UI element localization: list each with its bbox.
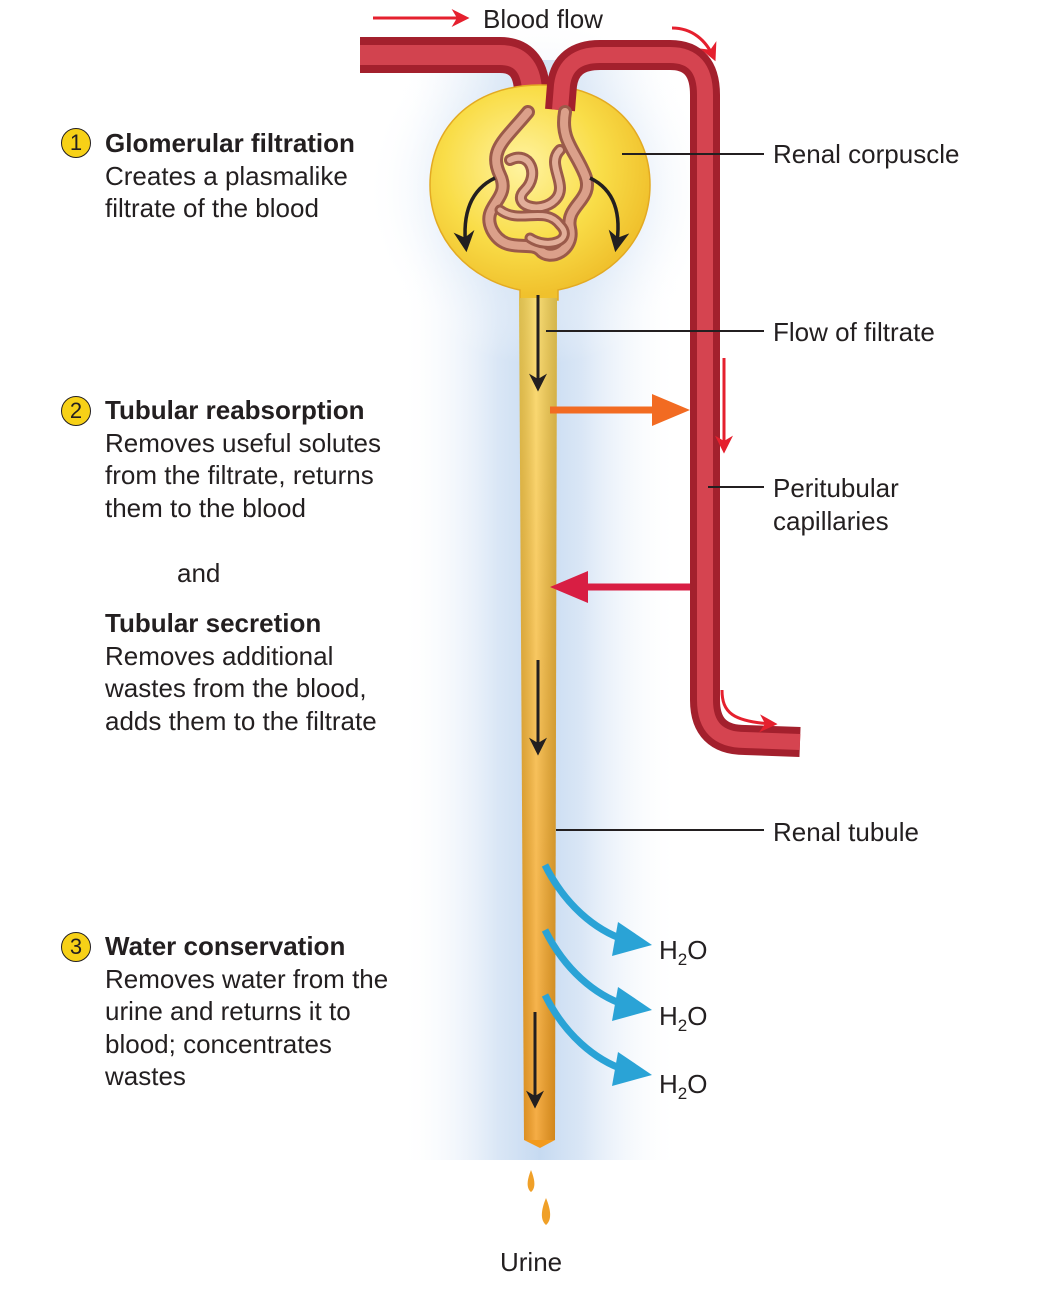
step-1-title: Glomerular filtration [105,128,355,158]
water-arrows [541,863,652,1086]
peritubular-line-1: Peritubular [773,473,899,503]
urine-label: Urine [500,1247,563,1277]
and-label: and [177,558,221,588]
water-label-1: H2O [659,935,708,968]
water-1-symbol: H [659,935,678,965]
filtration-arrow-left [453,176,496,253]
glomerulus [482,105,594,262]
secretion-line-3: adds them to the filtrate [105,705,377,736]
secretion-text: Tubular secretion Removes additional was… [105,607,377,737]
water-3-symbol: H [659,1069,678,1099]
step-3-line-2: urine and returns it to [105,996,351,1026]
step-2-line-2: from the filtrate, returns [105,460,374,490]
step-3-line-4: wastes [105,1061,186,1091]
renal-corpuscle-label: Renal corpuscle [773,139,960,169]
water-3-suffix: O [687,1069,708,1099]
water-2-symbol: H [659,1001,678,1031]
water-3-subscript: 2 [677,1084,688,1103]
flow-of-filtrate-label: Flow of filtrate [773,317,935,347]
peritubular-capillaries-label: Peritubular capillaries [773,472,899,537]
step-3-title: Water conservation [105,931,346,961]
step-1-badge: 1 [61,128,91,158]
urine-drop-2 [541,1198,551,1225]
water-2-suffix: O [687,1001,708,1031]
water-label-2: H2O [659,1001,708,1034]
capillary-exit-arrow [720,689,778,733]
water-arrowhead-3 [612,1052,652,1086]
step-2-badge: 2 [61,396,91,426]
water-label-3: H2O [659,1069,708,1102]
efferent-flow-arrow [671,26,717,62]
water-arrow-3 [541,993,627,1074]
peritubular-capillary-highlight [552,47,801,750]
water-arrow-1 [541,863,627,944]
renal-tubule-label: Renal tubule [773,817,919,847]
step-2-title: Tubular reabsorption [105,395,365,425]
blood-flow-label: Blood flow [483,4,603,34]
urine-drop-1 [527,1170,535,1192]
step-2-line-1: Removes useful solutes [105,427,382,458]
step-1-line-1: Creates a plasmalike [105,160,348,191]
secretion-title: Tubular secretion [105,608,322,638]
water-2-subscript: 2 [677,1016,688,1035]
secretion-line-2: wastes from the blood, [105,673,367,703]
water-arrowhead-1 [612,922,652,956]
step-2-line-3: them to the blood [105,492,306,523]
step-1-text: Glomerular filtration Creates a plasmali… [105,127,355,225]
step-3-badge: 3 [61,932,91,962]
peritubular-line-2: capillaries [773,505,889,536]
secretion-arrow-head [550,571,588,603]
water-1-suffix: O [687,935,708,965]
step-3-text: Water conservation Removes water from th… [105,930,388,1093]
water-arrowhead-2 [612,987,652,1021]
step-3-line-1: Removes water from the [105,963,389,994]
step-1-line-2: filtrate of the blood [105,193,319,223]
secretion-line-1: Removes additional [105,640,334,671]
water-arrow-2 [541,928,627,1009]
reabsorption-arrow-head [652,394,690,426]
water-1-subscript: 2 [677,950,688,969]
step-2-text: Tubular reabsorption Removes useful solu… [105,394,381,524]
step-3-line-3: blood; concentrates [105,1028,332,1059]
filtration-arrow-right [589,176,630,253]
